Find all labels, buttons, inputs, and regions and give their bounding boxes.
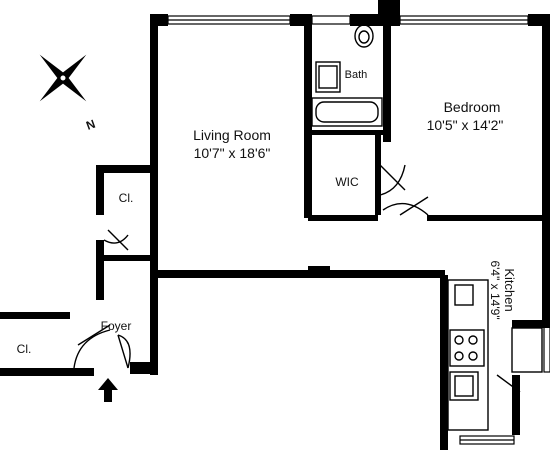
toilet-bowl (354, 24, 374, 48)
kitchen-counter (447, 279, 489, 431)
doors (73, 164, 521, 393)
living-room-name: Living Room (193, 127, 271, 143)
compass-north-label: N (84, 117, 97, 133)
kitchen-dimensions: 6'4" x 14'9" (488, 260, 502, 319)
bath-sink (315, 61, 341, 93)
closet-lower-name: Cl. (17, 342, 32, 356)
closet-upper-name: Cl. (119, 191, 134, 205)
toilet-tank (357, 15, 371, 25)
kitchen-label: Kitchen 6'4" x 14'9" (488, 260, 517, 319)
living-room-dimensions: 10'7" x 18'6" (194, 145, 271, 161)
range (449, 329, 485, 367)
kitchen-name: Kitchen (502, 268, 517, 311)
bedroom-dimensions: 10'5" x 14'2" (427, 117, 504, 133)
entry-arrow-icon (98, 378, 118, 402)
kitchen-fixtures (447, 279, 543, 431)
bath-name: Bath (345, 69, 368, 81)
bedroom-name: Bedroom (444, 99, 501, 115)
windows (167, 15, 550, 445)
wic-name: WIC (335, 175, 359, 189)
bathtub (311, 97, 383, 127)
refrigerator (454, 284, 474, 306)
kitchen-sink (449, 371, 479, 401)
foyer-name: Foyer (101, 319, 132, 333)
compass: N (39, 54, 97, 133)
bath-fixtures (311, 15, 383, 127)
